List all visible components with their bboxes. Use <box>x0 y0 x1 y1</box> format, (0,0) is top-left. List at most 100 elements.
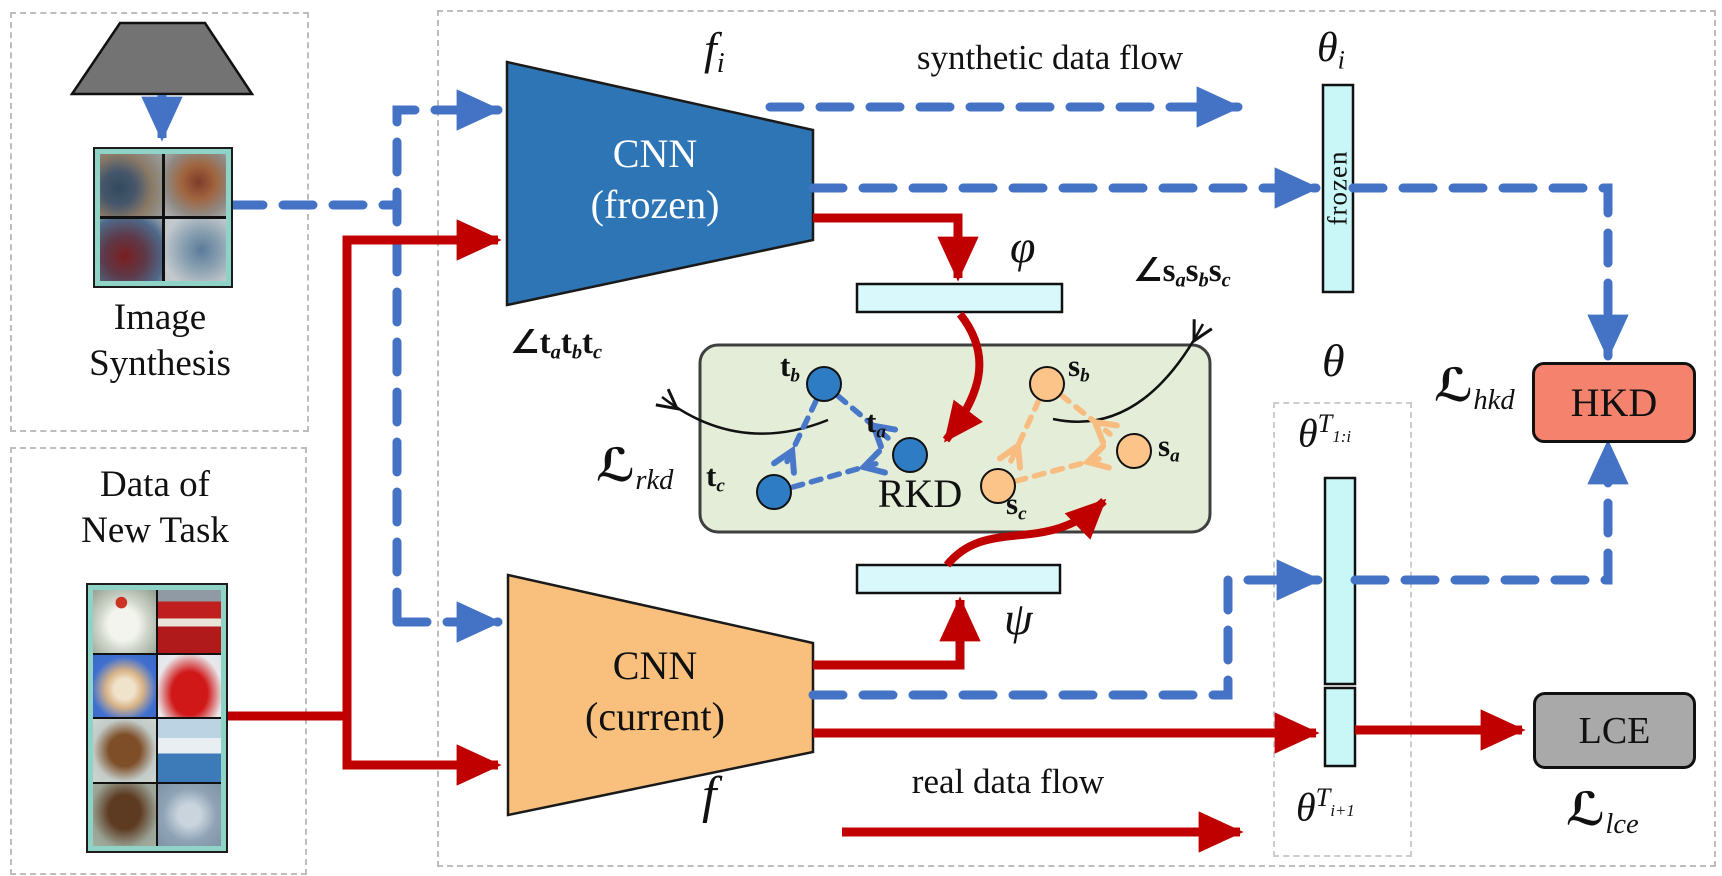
teacher-angle-p3: t <box>582 325 594 361</box>
image-synthesis-title: Image Synthesis <box>35 295 285 388</box>
t-b-sub: b <box>790 365 800 387</box>
new-task-title-line1: Data of <box>100 464 210 505</box>
generator-icon <box>69 21 255 96</box>
loss-lce: ℒlce <box>1566 782 1639 841</box>
synthetic-image-grid <box>93 147 233 288</box>
real-to-cnn-frozen-arrow <box>342 219 502 716</box>
label-t-b: tb <box>780 348 800 387</box>
student-triangle-edges <box>1010 392 1110 484</box>
lce-box: LCE <box>1533 692 1696 769</box>
cnn-frozen-to-phi-arrow <box>813 213 979 282</box>
real-image-fire-truck <box>158 590 221 653</box>
angle-icon: ∠ <box>510 322 540 361</box>
s-a-sub: a <box>1170 445 1180 467</box>
t-c-sub: c <box>716 475 725 497</box>
theta-new-task-bar <box>1323 686 1357 768</box>
s-b-sub: b <box>1080 365 1090 387</box>
theta-old-base: θ <box>1298 410 1318 456</box>
s-c-sub: c <box>1018 503 1027 525</box>
psi-to-sa-arrow <box>943 498 1107 568</box>
teacher-angle-p1-sub: a <box>550 341 561 364</box>
synthetic-image-2 <box>164 154 226 216</box>
teacher-angle-label: ∠tatbtc <box>510 322 602 365</box>
synthetic-image-1 <box>100 154 162 216</box>
cnn-current-line1: CNN <box>612 643 698 688</box>
real-to-cnn-current-arrow <box>342 716 502 786</box>
loss-rkd-sub: rkd <box>635 464 674 496</box>
student-angle-p3-sub: c <box>1221 269 1231 292</box>
hkd-box: HKD <box>1532 362 1696 443</box>
student-angle-p2: s <box>1185 253 1199 289</box>
teacher-angle-p2-sub: b <box>571 341 583 364</box>
loss-hkd-sub: hkd <box>1473 384 1515 416</box>
f-base: f <box>702 767 717 824</box>
label-f-i: fi <box>704 22 725 80</box>
cnn-frozen-shape <box>505 60 815 307</box>
label-psi: ψ <box>1004 593 1033 644</box>
t-a-point <box>892 437 928 473</box>
f-i-base: f <box>704 23 717 74</box>
t-b-base: t <box>780 348 791 383</box>
image-synthesis-panel <box>10 12 309 432</box>
label-s-b: sb <box>1068 348 1090 387</box>
s-c-base: s <box>1006 486 1019 521</box>
theta-to-hkd-arrow <box>1350 438 1629 585</box>
label-theta-old-tasks: θT1:i <box>1298 408 1351 457</box>
label-theta-new-task: θTi+1 <box>1296 782 1355 831</box>
theta-group-box <box>1273 402 1412 857</box>
label-theta: θ <box>1322 335 1345 386</box>
cnn-frozen-label: CNN (frozen) <box>510 128 800 230</box>
cnn-current-to-psi-arrow <box>813 596 981 670</box>
theta-new-supsub: i+1 <box>1330 800 1355 820</box>
t-c-point <box>756 474 792 510</box>
s-b-base: s <box>1068 348 1081 383</box>
s-b-point <box>1029 366 1065 402</box>
synth-to-cnn-frozen-arrow <box>392 89 503 627</box>
theta-old-sup: T <box>1317 408 1333 438</box>
real-image-rooster <box>93 590 156 653</box>
cnn-frozen-line2: (frozen) <box>590 182 720 228</box>
teacher-angle-p1: t <box>539 325 551 361</box>
label-s-c: sc <box>1006 486 1027 525</box>
theta-new-sup: T <box>1315 782 1331 812</box>
cnn-current-shape <box>506 573 815 817</box>
phi-to-ta-arrow <box>942 311 984 443</box>
loss-lce-symbol: ℒ <box>1566 782 1606 836</box>
s-a-point <box>1116 433 1152 469</box>
phi-projection-bar <box>855 282 1064 314</box>
theta-new-base: θ <box>1296 784 1316 830</box>
theta-old-supsub: 1:i <box>1332 426 1351 446</box>
student-angle-p1: s <box>1162 253 1176 289</box>
label-t-a: ta <box>866 404 886 443</box>
hkd-label: HKD <box>1570 380 1658 425</box>
loss-rkd: ℒrkd <box>596 438 673 497</box>
synthetic-flow-legend: synthetic data flow <box>916 38 1184 77</box>
real-image-horse <box>93 783 156 846</box>
label-phi: φ <box>1010 221 1036 272</box>
f-i-sub: i <box>716 47 725 79</box>
s-c-point <box>980 468 1016 504</box>
loss-hkd: ℒhkd <box>1434 358 1515 417</box>
t-a-base: t <box>866 404 877 439</box>
real-image-deer <box>93 719 156 782</box>
teacher-angle-p2: t <box>560 325 572 361</box>
new-task-panel <box>10 447 307 875</box>
real-image-puppy <box>93 654 156 717</box>
frozen-bar-label: frozen <box>1322 150 1353 226</box>
real-image-boat <box>158 719 221 782</box>
synthetic-flow-paths <box>228 86 1629 700</box>
teacher-angle-p3-sub: c <box>593 341 603 364</box>
image-synthesis-title-line2: Synthesis <box>89 343 231 385</box>
new-task-title-line2: New Task <box>81 510 229 552</box>
theta-i-base: θ <box>1317 25 1338 71</box>
loss-lce-sub: lce <box>1605 808 1639 840</box>
label-s-a: sa <box>1158 428 1180 467</box>
teacher-triangle-edges <box>784 393 888 490</box>
image-synthesis-title-line1: Image <box>113 297 207 338</box>
theta-frozen-to-hkd-arrow <box>1348 183 1629 361</box>
cnn-current-to-theta-arrow <box>808 559 1323 700</box>
teacher-angle-callout-arrow <box>662 397 829 435</box>
cnn-frozen-line1: CNN <box>612 131 698 176</box>
